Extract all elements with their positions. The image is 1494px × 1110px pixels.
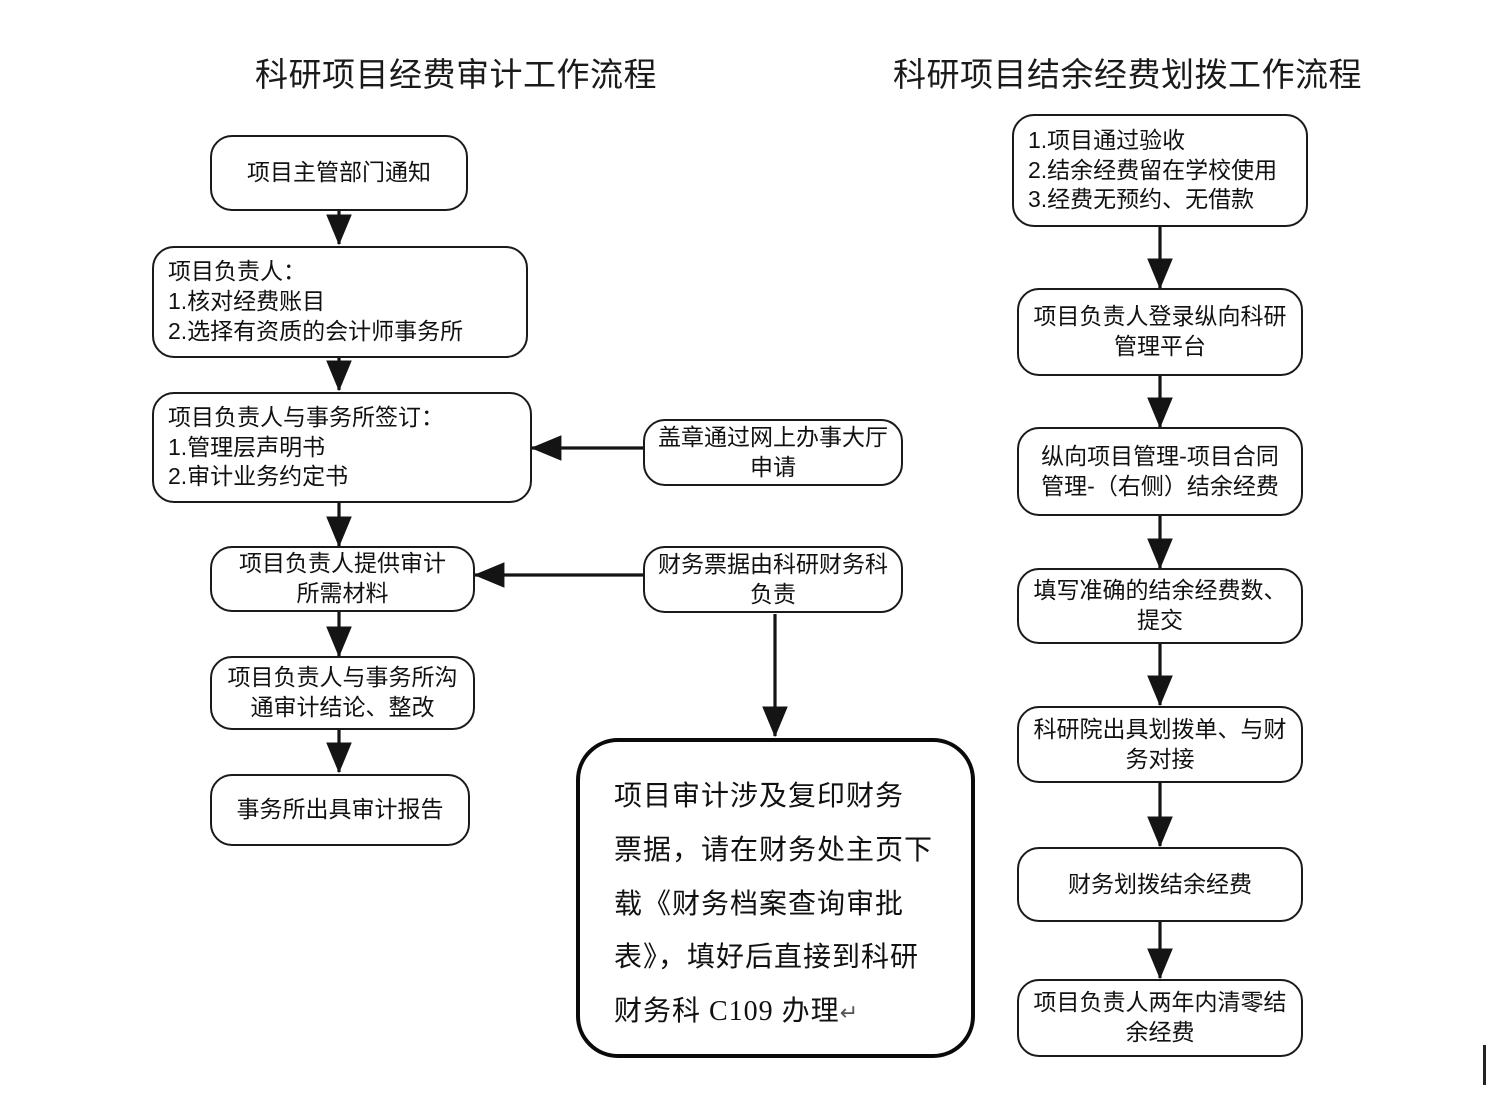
node-side-2[interactable]: 财务票据由科研财务科 负责 bbox=[643, 546, 903, 613]
node-left-4-line1: 项目负责人提供审计 bbox=[239, 550, 446, 577]
node-right-1[interactable]: 1.项目通过验收 2.结余经费留在学校使用 3.经费无预约、无借款 bbox=[1012, 114, 1308, 227]
node-right-1-line2: 2.结余经费留在学校使用 bbox=[1028, 156, 1278, 183]
node-right-7-line1: 项目负责人两年内清零结 bbox=[1033, 989, 1287, 1016]
node-left-5-line1: 项目负责人与事务所沟 bbox=[227, 664, 458, 691]
node-right-3-line2: 管理-（右侧）结余经费 bbox=[1041, 472, 1279, 499]
node-left-1[interactable]: 项目主管部门通知 bbox=[210, 135, 468, 211]
note-line-5: 财务科 C109 办理↵ bbox=[614, 985, 937, 1039]
left-flow-title: 科研项目经费审计工作流程 bbox=[255, 56, 657, 93]
node-left-6[interactable]: 事务所出具审计报告 bbox=[210, 774, 470, 846]
node-left-5[interactable]: 项目负责人与事务所沟 通审计结论、整改 bbox=[210, 656, 475, 730]
paragraph-return-icon: ↵ bbox=[839, 1000, 860, 1025]
node-right-4-line2: 提交 bbox=[1137, 607, 1183, 633]
node-right-6-line1: 财务划拨结余经费 bbox=[1068, 870, 1252, 897]
node-left-4[interactable]: 项目负责人提供审计 所需材料 bbox=[210, 546, 475, 612]
note-box[interactable]: 项目审计涉及复印财务 票据，请在财务处主页下 载《财务档案查询审批 表》，填好后… bbox=[576, 738, 975, 1058]
node-right-5[interactable]: 科研院出具划拨单、与财 务对接 bbox=[1017, 706, 1303, 783]
node-left-2[interactable]: 项目负责人： 1.核对经费账目 2.选择有资质的会计师事务所 bbox=[152, 246, 528, 358]
node-right-1-line3: 3.经费无预约、无借款 bbox=[1028, 186, 1255, 213]
node-right-4[interactable]: 填写准确的结余经费数、 提交 bbox=[1017, 568, 1303, 644]
node-left-4-line2: 所需材料 bbox=[296, 580, 389, 606]
note-line-2: 票据，请在财务处主页下 bbox=[614, 834, 934, 866]
node-left-3-line2: 1.管理层声明书 bbox=[168, 433, 326, 460]
node-left-3[interactable]: 项目负责人与事务所签订： 1.管理层声明书 2.审计业务约定书 bbox=[152, 392, 532, 503]
node-left-2-line2: 1.核对经费账目 bbox=[168, 288, 326, 315]
node-left-2-line1: 项目负责人： bbox=[168, 258, 306, 285]
note-line-5-text: 财务科 C109 办理 bbox=[614, 996, 840, 1027]
node-side-1[interactable]: 盖章通过网上办事大厅 申请 bbox=[643, 419, 903, 486]
node-side-1-line1: 盖章通过网上办事大厅 bbox=[658, 423, 888, 450]
node-right-2-line2: 管理平台 bbox=[1114, 333, 1206, 359]
node-side-2-line1: 财务票据由科研财务科 bbox=[658, 550, 888, 577]
node-right-2[interactable]: 项目负责人登录纵向科研 管理平台 bbox=[1017, 288, 1303, 376]
node-right-7-line2: 余经费 bbox=[1125, 1019, 1195, 1045]
node-left-5-line2: 通审计结论、整改 bbox=[250, 694, 435, 720]
node-right-3-line1: 纵向项目管理-项目合同 bbox=[1041, 442, 1279, 469]
node-left-3-line3: 2.审计业务约定书 bbox=[168, 463, 349, 490]
node-right-2-line1: 项目负责人登录纵向科研 bbox=[1033, 303, 1287, 330]
node-right-3[interactable]: 纵向项目管理-项目合同 管理-（右侧）结余经费 bbox=[1017, 427, 1303, 516]
node-side-1-line2: 申请 bbox=[750, 453, 796, 480]
node-left-3-line1: 项目负责人与事务所签订： bbox=[168, 403, 444, 430]
node-right-6[interactable]: 财务划拨结余经费 bbox=[1017, 847, 1303, 922]
node-side-2-line2: 负责 bbox=[750, 580, 796, 607]
node-left-1-line1: 项目主管部门通知 bbox=[247, 159, 431, 186]
node-left-6-line1: 事务所出具审计报告 bbox=[236, 796, 444, 823]
node-left-2-line3: 2.选择有资质的会计师事务所 bbox=[168, 317, 464, 344]
node-right-5-line1: 科研院出具划拨单、与财 bbox=[1033, 715, 1287, 742]
note-line-4: 表》，填好后直接到科研 bbox=[614, 942, 920, 974]
node-right-1-line1: 1.项目通过验收 bbox=[1028, 126, 1186, 153]
node-right-7[interactable]: 项目负责人两年内清零结 余经费 bbox=[1017, 979, 1303, 1057]
note-line-1: 项目审计涉及复印财务 bbox=[614, 781, 905, 812]
right-flow-title: 科研项目结余经费划拨工作流程 bbox=[893, 56, 1362, 93]
node-right-4-line1: 填写准确的结余经费数、 bbox=[1033, 577, 1287, 604]
text-cursor-caret bbox=[1483, 1045, 1486, 1085]
note-line-3: 载《财务档案查询审批 bbox=[614, 888, 905, 920]
node-right-5-line2: 务对接 bbox=[1125, 745, 1195, 772]
